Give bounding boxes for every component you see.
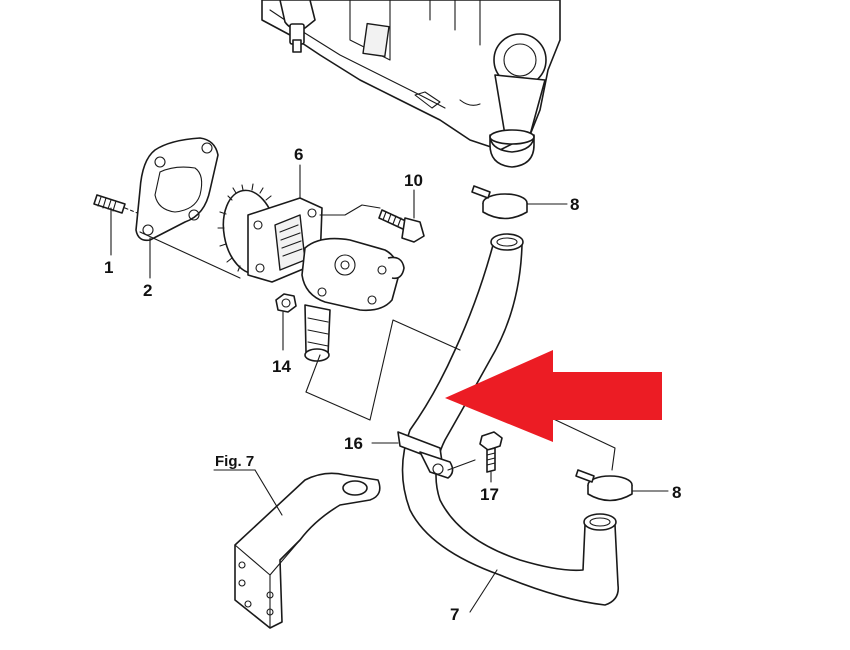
red-arrow-icon: [445, 350, 662, 442]
label-part-14: 14: [272, 357, 291, 376]
part-1-stud: [93, 194, 141, 256]
pointer-arrow: [445, 350, 662, 442]
part-labels: 1 2 6 10 8 8 14 16 17 7 Fig. 7: [104, 145, 681, 624]
part-17-bolt: [479, 431, 503, 483]
assembly-leader-lines: [305, 319, 616, 471]
label-fig-7: Fig. 7: [215, 453, 254, 470]
label-part-16: 16: [344, 434, 363, 453]
part-8-hose-clamp-top: [471, 185, 568, 220]
part-14-nut: [275, 293, 297, 351]
part-6-water-pump: [217, 164, 405, 362]
label-part-2: 2: [143, 281, 152, 300]
label-part-10: 10: [404, 171, 423, 190]
fig-7-bracket: [213, 469, 381, 629]
part-10-bolt: [378, 189, 425, 243]
label-part-1: 1: [104, 258, 113, 277]
label-part-17: 17: [480, 485, 499, 504]
label-part-8-top: 8: [570, 195, 579, 214]
part-2-gasket: [135, 137, 241, 279]
label-part-6: 6: [294, 145, 303, 164]
label-part-8-bottom: 8: [672, 483, 681, 502]
engine-block: [261, 0, 561, 168]
part-7-hose: [401, 233, 620, 613]
part-16-clip: [371, 431, 476, 479]
label-part-7: 7: [450, 605, 459, 624]
part-8-hose-clamp-bottom: [575, 469, 669, 502]
